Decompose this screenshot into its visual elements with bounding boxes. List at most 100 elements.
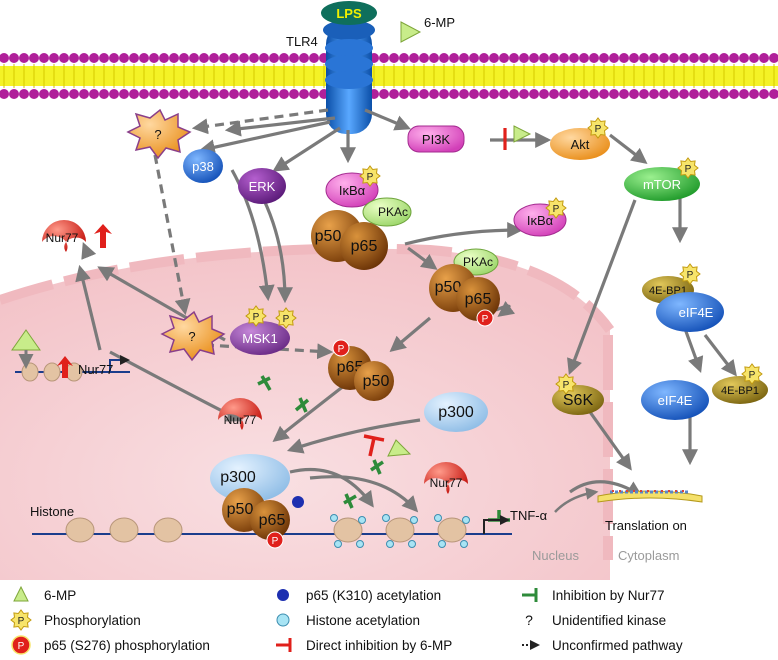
svg-text:P: P — [283, 314, 290, 325]
nur77-gene-label: Nur77 — [78, 362, 113, 377]
legend-item-question: ? Unidentified kinase — [525, 612, 666, 628]
legend-text: Unconfirmed pathway — [552, 638, 683, 653]
svg-text:p50: p50 — [363, 373, 390, 390]
svg-text:PKAc: PKAc — [378, 205, 408, 219]
cyan-dot-icon — [276, 613, 290, 627]
legend-text: p65 (K310) acetylation — [306, 588, 441, 603]
tnf-arrow — [554, 487, 599, 513]
legend-text: Histone acetylation — [306, 613, 420, 628]
question-icon: ? — [154, 127, 161, 142]
phosphorylation-badges: P P P P P P P P P — [245, 117, 763, 395]
up-arrow-icon — [57, 356, 73, 378]
legend-item-cyan-dot: Histone acetylation — [276, 613, 420, 628]
svg-text:p300: p300 — [220, 469, 256, 486]
tnf-label: TNF-α — [510, 508, 548, 523]
svg-text:P: P — [482, 314, 489, 325]
phospho-icon: P — [741, 363, 763, 385]
legend-text: Unidentified kinase — [552, 613, 666, 628]
red-inhibit-icon — [276, 638, 292, 652]
p65-p50-nucleus: p65 p50 — [328, 346, 394, 401]
legend-text: Phosphorylation — [44, 613, 141, 628]
lps-label: LPS — [336, 6, 362, 21]
triangle-icon — [13, 585, 29, 602]
svg-text:PKAc: PKAc — [463, 255, 493, 269]
tlr4-receptor — [323, 20, 375, 134]
svg-text:MSK1: MSK1 — [242, 331, 277, 346]
phospho-icon: P — [359, 165, 381, 187]
drug-triangle-icon — [513, 125, 532, 143]
question-icon: ? — [188, 329, 195, 344]
svg-text:4E-BP1: 4E-BP1 — [721, 385, 759, 397]
svg-text:p65: p65 — [259, 512, 286, 529]
legend-text: p65 (S276) phosphorylation — [44, 638, 210, 653]
phospho-icon: P — [245, 305, 267, 327]
red-phospho-icon: P — [11, 635, 31, 655]
legend-item-blue-dot: p65 (K310) acetylation — [277, 588, 441, 603]
svg-text:P: P — [749, 370, 756, 381]
p38-node: p38 — [183, 149, 223, 183]
phospho-icon: P — [587, 117, 609, 139]
red-inhibit-icon — [363, 434, 385, 457]
nur77-cyto-node: Nur77 — [42, 220, 86, 252]
akt-node: Akt — [550, 128, 610, 160]
nur77-nuclear-node: Nur77 — [218, 398, 262, 430]
blue-dot-icon — [292, 496, 304, 508]
svg-text:P: P — [18, 616, 25, 627]
eif4e-free-node: eIF4E — [641, 380, 709, 420]
svg-text:p50: p50 — [227, 501, 254, 518]
svg-text:ERK: ERK — [249, 179, 276, 194]
legend-item-phospho: P Phosphorylation — [10, 609, 141, 631]
svg-text:P: P — [253, 312, 260, 323]
legend-item-triangle: 6-MP — [13, 585, 76, 603]
pi3k-node: PI3K — [407, 125, 465, 153]
tlr4-label: TLR4 — [286, 34, 318, 49]
drug-triangle-icon — [387, 439, 412, 457]
msk1-node: MSK1 — [230, 321, 290, 355]
p65-s276-phospho: P P P — [266, 309, 494, 549]
svg-text:S6K: S6K — [563, 392, 594, 409]
legend-item-dashed-arrow: Unconfirmed pathway — [522, 638, 683, 653]
svg-text:Nur77: Nur77 — [46, 231, 79, 245]
up-arrow-icon — [94, 224, 112, 248]
cell-membrane — [0, 53, 778, 99]
translation-label: Translation on — [605, 518, 687, 533]
svg-text:p38: p38 — [192, 159, 214, 174]
histone-acetylation-dots — [330, 514, 470, 548]
phospho-icon: P — [10, 609, 32, 631]
histone-set — [65, 517, 467, 543]
legend-item-green-inhibit: Inhibition by Nur77 — [522, 588, 665, 603]
drug-triangle-icon — [400, 21, 422, 43]
svg-text:Akt: Akt — [571, 137, 590, 152]
blue-dot-icon — [277, 589, 289, 601]
svg-text:P: P — [18, 641, 25, 652]
histone-label: Histone — [30, 504, 74, 519]
svg-text:PI3K: PI3K — [422, 132, 451, 147]
svg-text:Nur77: Nur77 — [224, 413, 257, 427]
phospho-icon: P — [677, 157, 699, 179]
svg-text:?: ? — [525, 612, 533, 628]
legend-text: Inhibition by Nur77 — [552, 588, 665, 603]
svg-text:p50: p50 — [315, 228, 342, 245]
phospho-icon: P — [545, 197, 567, 219]
svg-text:P: P — [563, 380, 570, 391]
svg-text:p65: p65 — [465, 291, 492, 308]
legend-text: 6-MP — [44, 588, 76, 603]
4ebp1-eif4e-complex: 4E-BP1 eIF4E — [642, 276, 724, 332]
legend-text: Direct inhibition by 6-MP — [306, 638, 452, 653]
svg-text:P: P — [367, 172, 374, 183]
drug-label-top: 6-MP — [424, 15, 455, 30]
svg-text:p50: p50 — [435, 279, 462, 296]
4ebp1-free-node: 4E-BP1 — [712, 376, 768, 404]
pkac-p50-p65-complex: PKAc p50 p65 — [429, 248, 500, 321]
translation-ribosome — [597, 490, 703, 503]
svg-text:p65: p65 — [351, 238, 378, 255]
cytoplasm-label: Cytoplasm — [618, 548, 679, 563]
svg-text:eIF4E: eIF4E — [658, 393, 693, 408]
phospho-icon: P — [555, 373, 577, 395]
svg-text:eIF4E: eIF4E — [679, 305, 714, 320]
erk-node: ERK — [238, 168, 286, 204]
p300-free-node: p300 — [424, 392, 488, 432]
